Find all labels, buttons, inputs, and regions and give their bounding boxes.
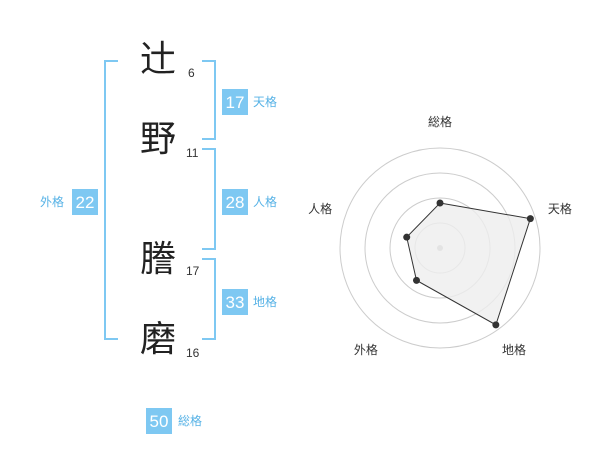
soukaku-value: 50 <box>146 408 172 434</box>
gaikaku-value: 22 <box>72 189 98 215</box>
name-char-4: 磨 <box>140 319 177 360</box>
tenkaku-label: 天格 <box>253 95 278 109</box>
stroke-count-4: 16 <box>186 346 200 360</box>
soukaku-label: 総格 <box>178 414 203 428</box>
name-char-2: 野 <box>140 119 177 160</box>
radar-ring-4 <box>339 147 541 349</box>
radar-axis-label-4: 外格 <box>354 342 378 357</box>
name-char-1: 辻 <box>140 39 177 80</box>
radar-point-2 <box>526 215 534 223</box>
radar-axis-label-2: 天格 <box>548 201 572 216</box>
jinkaku-label: 人格 <box>253 195 278 209</box>
stroke-count-1: 6 <box>188 66 195 80</box>
chikaku-label: 地格 <box>253 295 278 309</box>
radar-axis-label-1: 総格 <box>428 114 452 129</box>
jinkaku-bracket <box>202 148 216 250</box>
stroke-count-2: 11 <box>186 146 199 160</box>
name-char-3: 謄 <box>140 239 177 280</box>
stroke-count-3: 17 <box>186 264 200 278</box>
radar-axis-label-5: 人格 <box>308 201 332 216</box>
chikaku-bracket <box>202 258 216 340</box>
chikaku-value: 33 <box>222 289 248 315</box>
gaikaku-label: 外格 <box>40 195 65 209</box>
tenkaku-bracket <box>202 60 216 140</box>
radar-series <box>406 202 532 326</box>
radar-axis-label-3: 地格 <box>502 342 526 357</box>
radar-point-1 <box>436 199 444 207</box>
radar-point-4 <box>412 276 420 284</box>
radar-point-5 <box>403 233 411 241</box>
jinkaku-value: 28 <box>222 189 248 215</box>
gaikaku-bracket <box>104 60 118 340</box>
tenkaku-value: 17 <box>222 89 248 115</box>
radar-point-3 <box>492 321 500 329</box>
